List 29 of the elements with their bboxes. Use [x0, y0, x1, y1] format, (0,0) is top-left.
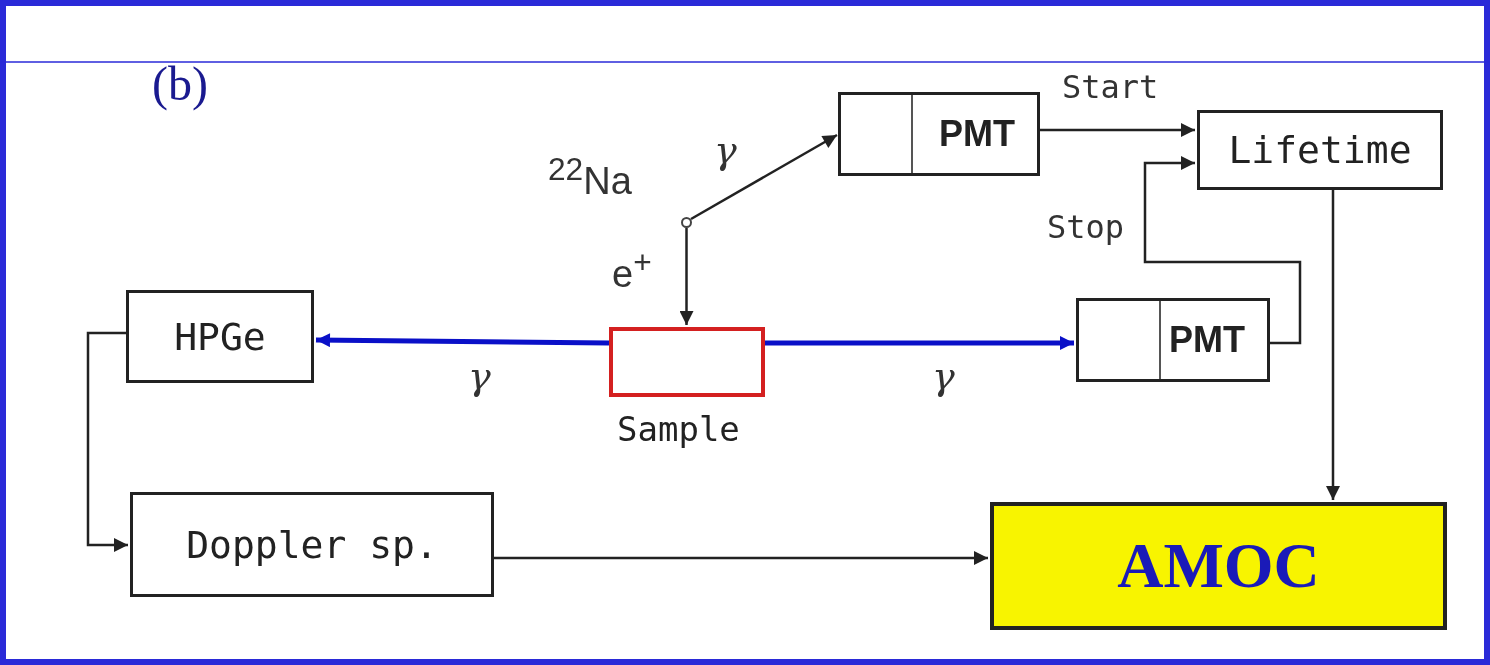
- source-point: [681, 217, 692, 228]
- sample-label: Sample: [617, 409, 740, 449]
- edge-label: γ: [713, 130, 738, 172]
- edge-label: γ: [467, 356, 492, 398]
- arrow: [1040, 123, 1195, 137]
- arrow: [765, 336, 1074, 350]
- arrow: [679, 228, 694, 325]
- arrow: [690, 133, 838, 221]
- process-box: [126, 290, 314, 383]
- pmt-detector-box: [1076, 298, 1270, 382]
- process-box: [1197, 110, 1443, 190]
- arrow: [86, 331, 128, 552]
- isotope-label: $^{22}$Na: [547, 152, 633, 203]
- arrow: [315, 333, 610, 348]
- process-box: [130, 492, 494, 597]
- edge-label: e$^{+}$: [611, 245, 653, 296]
- edge-label: γ: [931, 356, 956, 398]
- node-label: PMT: [939, 113, 1015, 155]
- node-label: PMT: [1169, 319, 1245, 361]
- node-label: Lifetime: [1228, 128, 1412, 172]
- arrow: [494, 551, 988, 565]
- process-box: [990, 502, 1447, 630]
- node-label: AMOC: [1117, 529, 1320, 603]
- node-label: Doppler sp.: [186, 522, 438, 567]
- arrow: [1143, 156, 1302, 345]
- panel-label: (b): [151, 58, 209, 111]
- node-label: HPGe: [174, 314, 266, 359]
- pmt-detector-box: [838, 92, 1040, 176]
- arrow: [1326, 190, 1340, 500]
